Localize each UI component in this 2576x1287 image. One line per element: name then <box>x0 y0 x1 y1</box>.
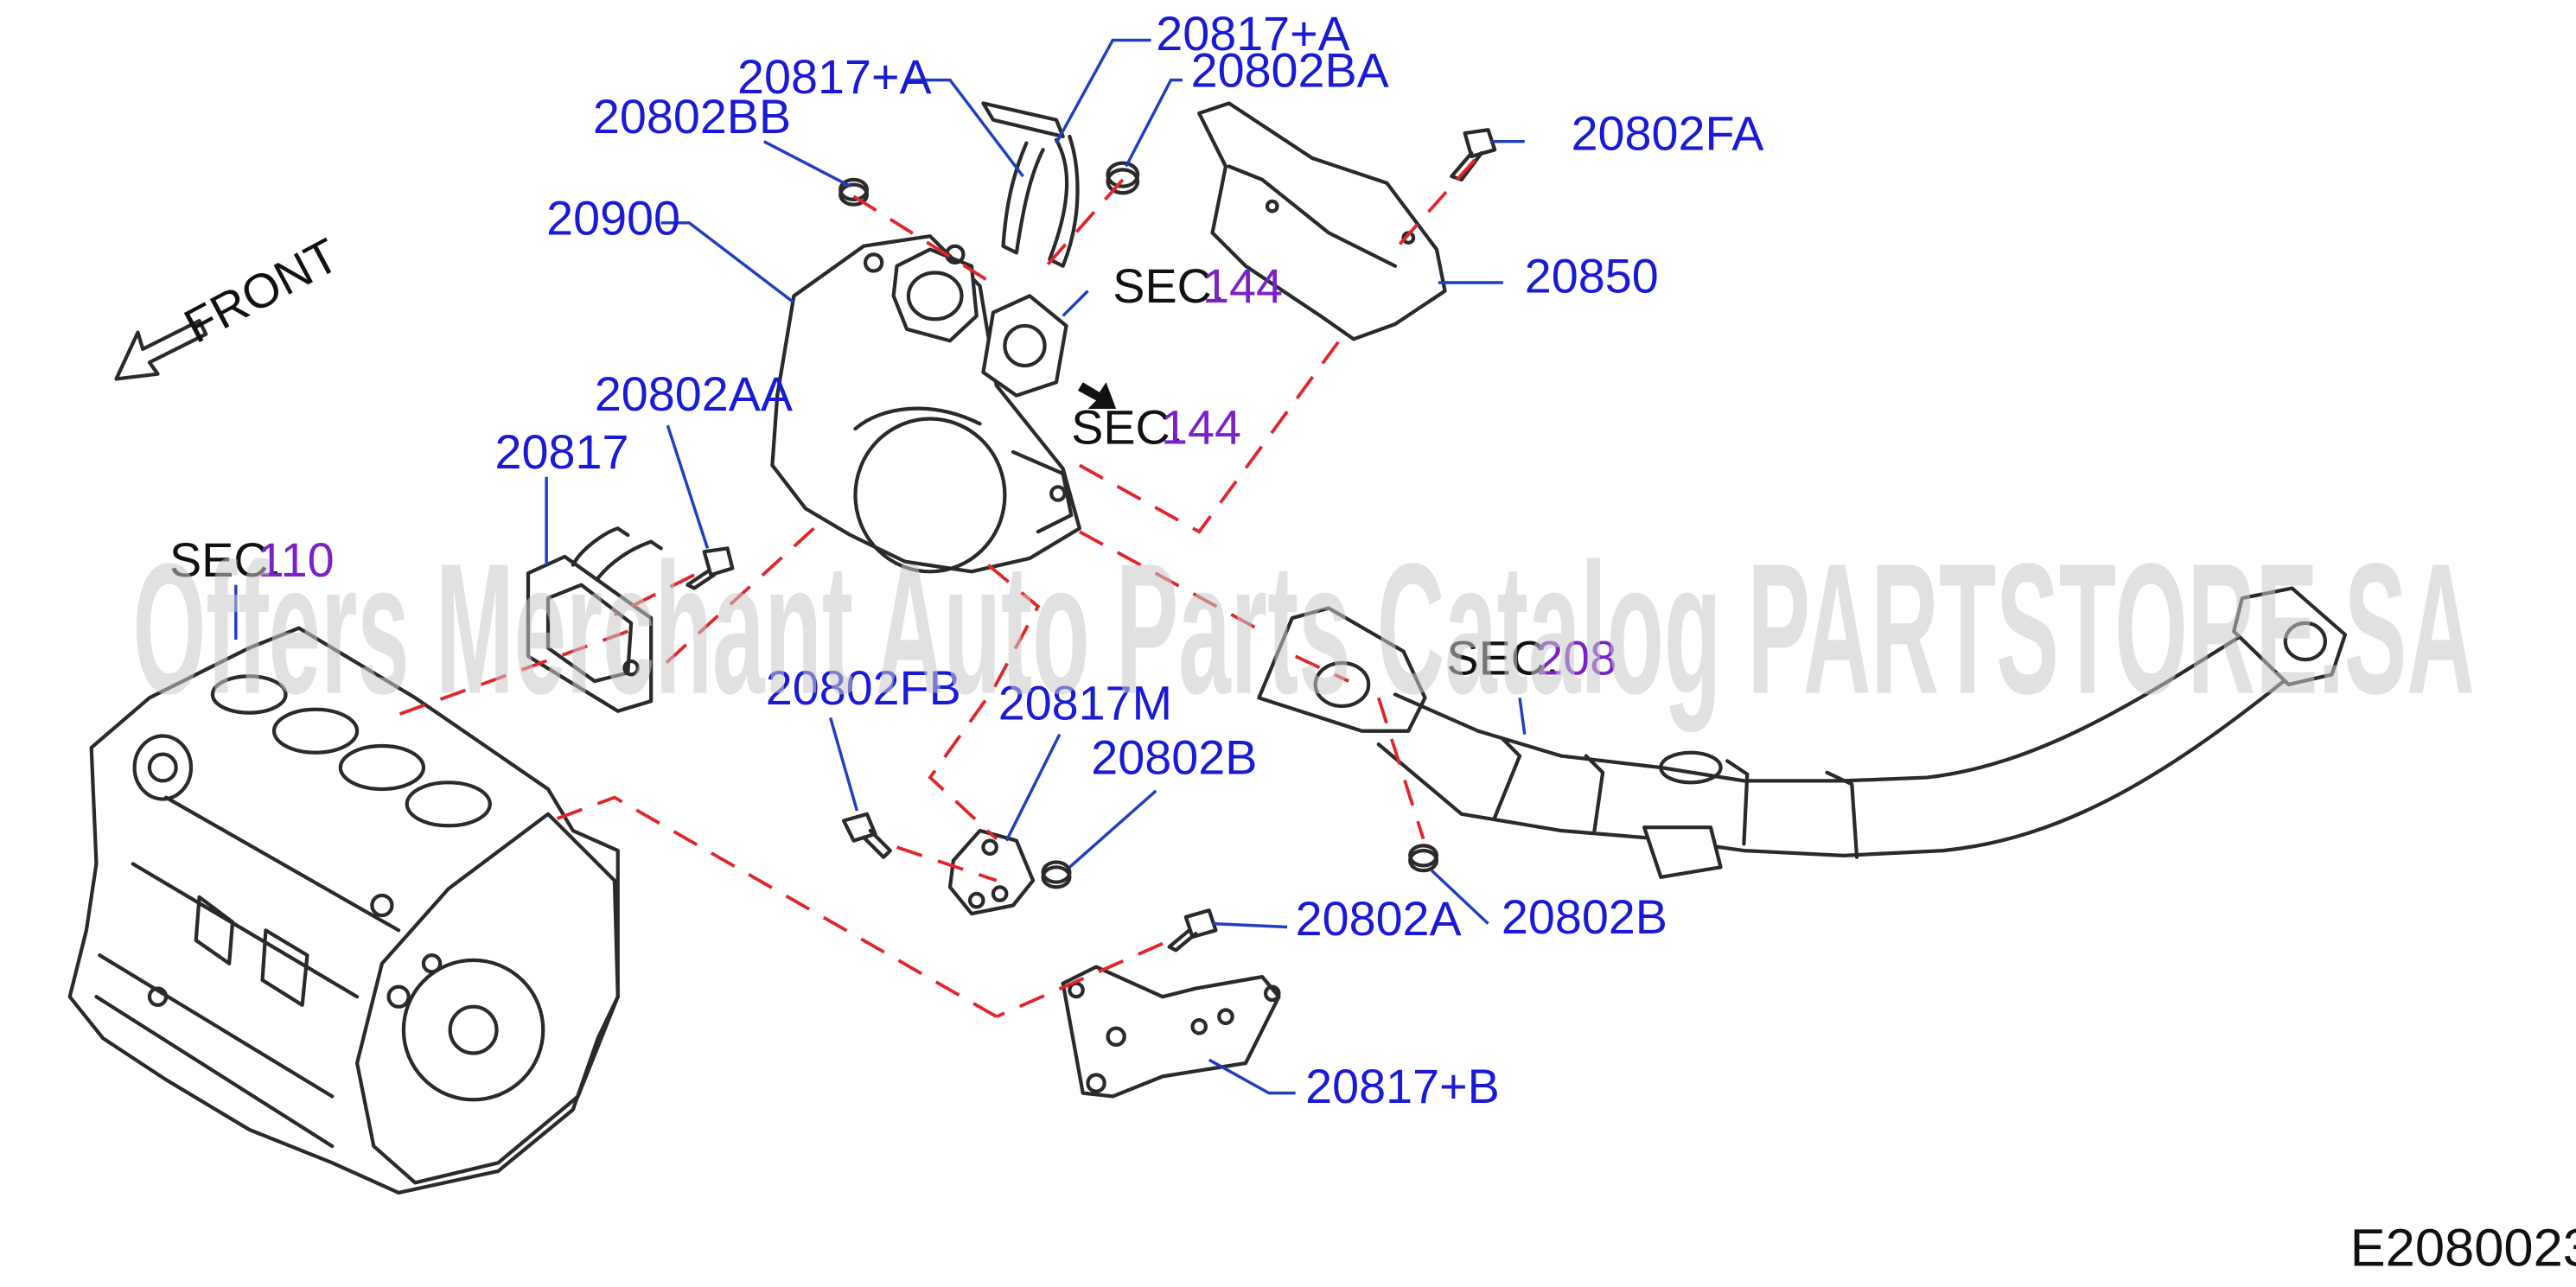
assembly-lines <box>398 158 1476 1018</box>
label-20802fb: 20802FB <box>766 661 961 715</box>
label-20802ba: 20802BA <box>1191 43 1390 97</box>
part-20802b-mid-nut <box>1041 860 1072 889</box>
label-20817b: 20817+B <box>1305 1060 1500 1113</box>
watermark: Offers Merchant Auto Parts Catalog PARTS… <box>133 525 2475 733</box>
part-exhaust-front-tube <box>1257 586 2348 879</box>
part-20802ba-nut <box>1106 161 1140 195</box>
front-arrow-icon <box>114 319 208 381</box>
label-20802aa: 20802AA <box>595 367 794 421</box>
part-20802a-bolt <box>1167 908 1218 953</box>
label-20802bb: 20802BB <box>593 90 791 143</box>
sec144-arrow-icon <box>1077 382 1117 410</box>
sec-ref-208: SEC. <box>1446 631 1559 685</box>
part-20802fa-bolt <box>1450 128 1497 182</box>
sec-ref-110: SEC. <box>169 533 282 587</box>
label-20850: 20850 <box>1525 250 1659 303</box>
leader-lines <box>234 38 1527 1095</box>
part-20802b-right-nut <box>1408 844 1439 873</box>
engine-block <box>67 626 620 1195</box>
part-20900-converter <box>770 234 1081 574</box>
label-20817: 20817 <box>495 425 629 479</box>
part-20802bb-nut <box>838 177 870 207</box>
part-20817b-bracket <box>1061 965 1281 1099</box>
part-20802fb-bolt <box>841 812 892 859</box>
part-20817m-bracket <box>947 828 1036 916</box>
part-20817a-strap <box>981 101 1080 268</box>
sec-ref-144-upper-number[interactable]: 144 <box>1202 259 1283 313</box>
sec-ref-110-number[interactable]: 110 <box>258 533 335 587</box>
sec-ref-144-upper: SEC. <box>1113 259 1225 313</box>
label-20817m: 20817M <box>998 676 1172 730</box>
part-20802aa-bolt <box>685 546 735 590</box>
part-20850-insulator <box>1197 101 1447 341</box>
part-20817-bracket <box>526 526 663 713</box>
sec-ref-144-lower-number[interactable]: 144 <box>1161 400 1241 454</box>
label-20802b-mid: 20802B <box>1091 731 1257 785</box>
label-20802a: 20802A <box>1296 892 1463 946</box>
sec-ref-144-lower: SEC. <box>1071 400 1183 454</box>
label-20802b-right: 20802B <box>1502 890 1667 944</box>
label-20817a-left: 20817+A <box>737 50 932 104</box>
front-label: FRONT <box>175 228 347 354</box>
diagram-code: E2080023 <box>2350 1218 2576 1277</box>
label-20802fa: 20802FA <box>1572 106 1765 160</box>
label-20817a-top: 20817+A <box>1156 7 1350 61</box>
part-gasket-sec144 <box>981 294 1068 398</box>
sec-ref-208-number[interactable]: 208 <box>1536 631 1616 685</box>
label-20900: 20900 <box>546 191 680 245</box>
